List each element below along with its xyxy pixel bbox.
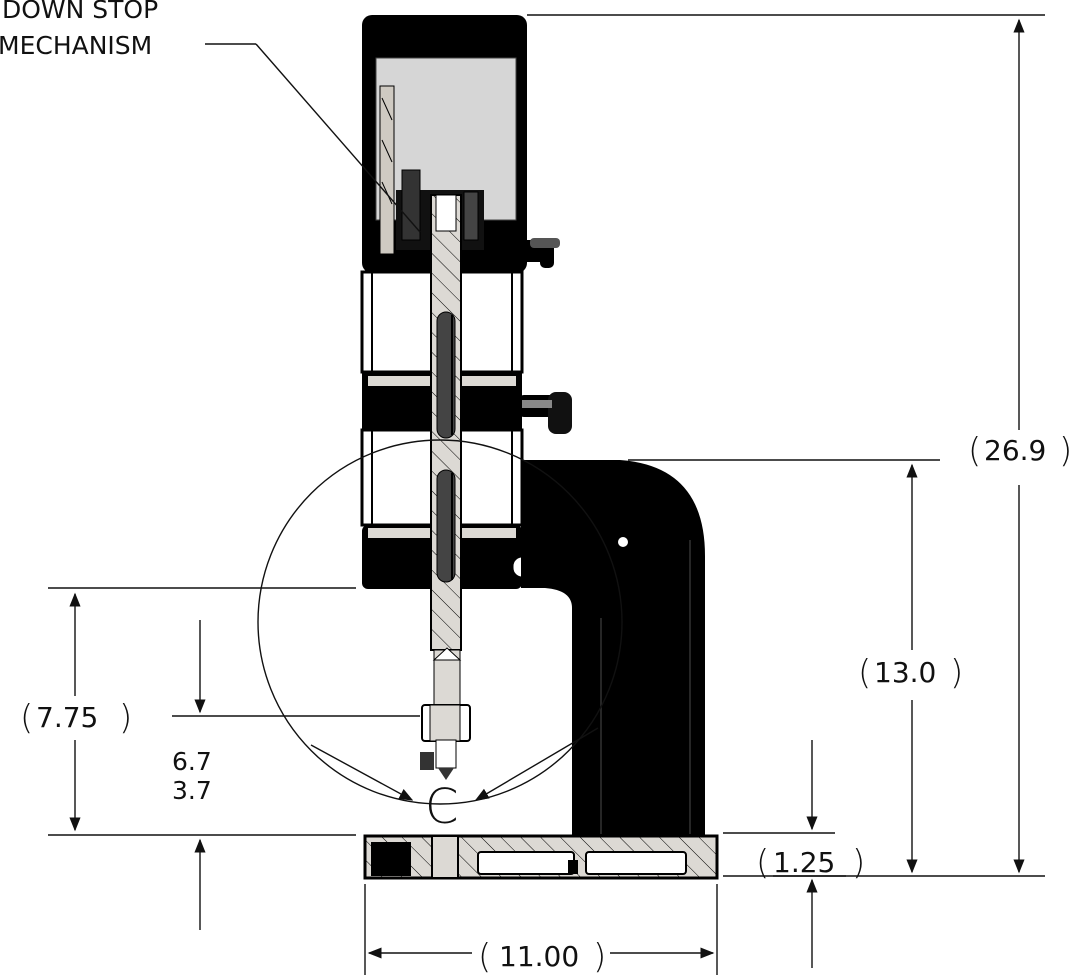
svg-text:(: ( bbox=[756, 843, 769, 883]
svg-text:): ) bbox=[593, 937, 606, 977]
svg-text:): ) bbox=[950, 653, 963, 693]
callout-leader-diagonal bbox=[255, 43, 421, 233]
dimension-overall-height: 26.9 bbox=[984, 434, 1046, 467]
press-body bbox=[360, 15, 719, 880]
dimension-base-width: 11.00 bbox=[499, 940, 579, 973]
svg-text:(: ( bbox=[20, 698, 33, 738]
svg-text:(: ( bbox=[968, 431, 981, 471]
detail-letter: C bbox=[425, 779, 459, 835]
svg-text:): ) bbox=[852, 843, 865, 883]
dimension-throat-height: 13.0 bbox=[874, 656, 936, 689]
top-rail bbox=[379, 85, 395, 255]
c-frame-arm bbox=[521, 460, 705, 836]
middle-knob bbox=[518, 392, 572, 434]
svg-text:): ) bbox=[1059, 431, 1072, 471]
svg-text:): ) bbox=[119, 698, 132, 738]
svg-text:(: ( bbox=[478, 937, 491, 977]
detail-circle bbox=[257, 439, 623, 805]
svg-text:(: ( bbox=[858, 653, 871, 693]
callout-line-1: DOWN STOP bbox=[2, 0, 158, 24]
depth-value-1: 6.7 bbox=[172, 747, 212, 776]
depth-value-2: 3.7 bbox=[172, 776, 212, 805]
upper-knob bbox=[520, 238, 560, 268]
dimension-daylight: 7.75 bbox=[36, 701, 98, 734]
callout-line-2: MECHANISM bbox=[0, 31, 152, 60]
dimension-base-thickness: 1.25 bbox=[773, 846, 835, 879]
